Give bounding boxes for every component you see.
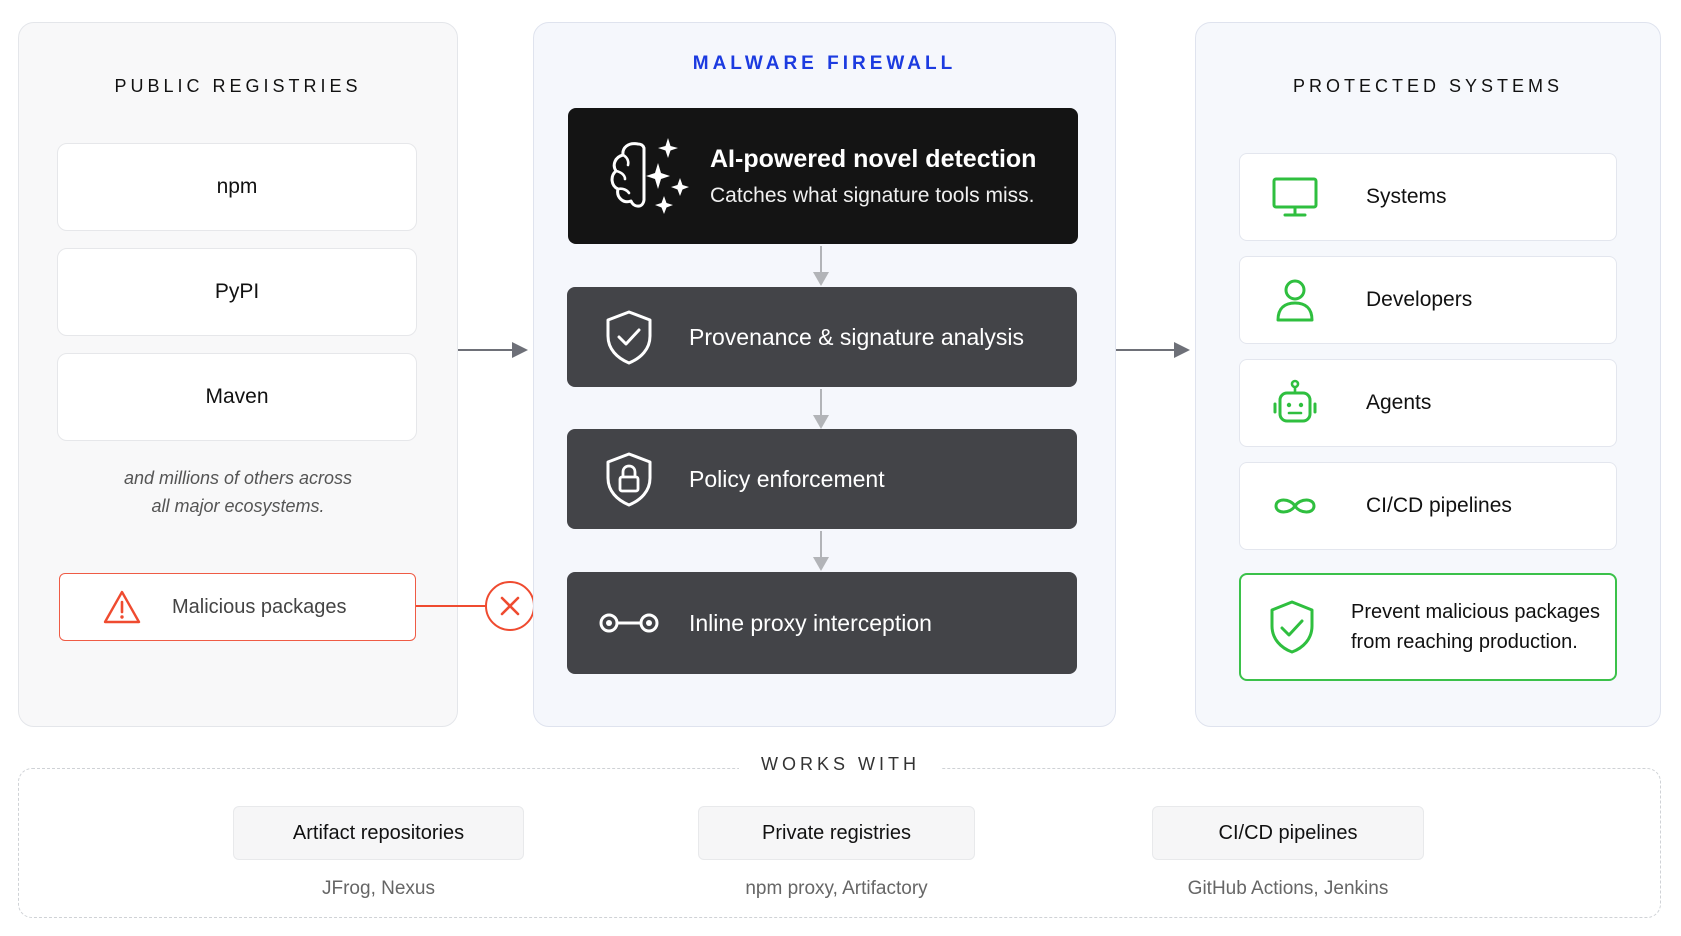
protected-systems-item: Systems (1239, 153, 1617, 241)
works-private-registries: Private registries npm proxy, Artifactor… (698, 806, 975, 900)
works-cicd-sub: GitHub Actions, Jenkins (1187, 878, 1389, 899)
public-registries-title: PUBLIC REGISTRIES (114, 76, 362, 96)
systems-label: Systems (1366, 185, 1447, 208)
registry-maven: Maven (57, 353, 417, 441)
works-cicd-pipelines: CI/CD pipelines GitHub Actions, Jenkins (1152, 806, 1424, 900)
registries-note-line2: all major ecosystems. (151, 496, 325, 516)
works-artifact-label: Artifact repositories (233, 806, 524, 860)
pipelines-label: CI/CD pipelines (1366, 494, 1512, 517)
works-cicd-label: CI/CD pipelines (1152, 806, 1424, 860)
proxy-label: Inline proxy interception (689, 609, 932, 636)
works-private-label: Private registries (698, 806, 975, 860)
registries-note: and millions of others across all major … (39, 464, 437, 520)
provenance-label: Provenance & signature analysis (689, 323, 1024, 350)
monitor-icon (1272, 177, 1318, 217)
ai-detection-step: AI-powered novel detection Catches what … (568, 108, 1078, 244)
brain-sparkle-icon (610, 138, 689, 214)
provenance-step: Provenance & signature analysis (567, 287, 1077, 387)
malware-firewall-title: MALWARE FIREWALL (692, 53, 957, 74)
policy-label: Policy enforcement (689, 465, 885, 492)
prevent-line1: Prevent malicious packages (1351, 601, 1601, 623)
close-circle-icon (500, 596, 520, 616)
shield-check-icon (606, 310, 652, 365)
registry-pypi: PyPI (57, 248, 417, 336)
works-with-title: WORKS WITH (0, 754, 1681, 775)
flow-arrow-3 (813, 531, 829, 571)
registries-note-line1: and millions of others across (123, 468, 353, 488)
malicious-packages-card: Malicious packages (59, 573, 416, 641)
works-artifact-repositories: Artifact repositories JFrog, Nexus (233, 806, 524, 900)
policy-step: Policy enforcement (567, 429, 1077, 529)
protected-systems-panel: PROTECTED SYSTEMS Systems Developers Age… (1195, 22, 1661, 727)
flow-arrow-2 (813, 389, 829, 429)
infinity-icon (1274, 498, 1316, 514)
works-artifact-sub: JFrog, Nexus (322, 878, 435, 899)
shield-lock-icon (606, 452, 652, 507)
blocked-connector (416, 605, 487, 607)
protected-agents-item: Agents (1239, 359, 1617, 447)
arrow-to-firewall (458, 342, 528, 358)
prevent-callout: Prevent malicious packages from reaching… (1239, 573, 1617, 681)
protected-developers-item: Developers (1239, 256, 1617, 344)
works-private-sub: npm proxy, Artifactory (745, 878, 928, 899)
blocked-marker (485, 581, 535, 631)
ai-detection-subtitle: Catches what signature tools miss. (710, 183, 1035, 207)
agents-label: Agents (1366, 391, 1432, 414)
warning-icon (103, 590, 141, 624)
prevent-line2: from reaching production. (1351, 631, 1578, 653)
flow-arrow-1 (813, 246, 829, 286)
proxy-step: Inline proxy interception (567, 572, 1077, 674)
shield-check-icon (1270, 600, 1314, 654)
public-registries-panel: PUBLIC REGISTRIES npm PyPI Maven and mil… (18, 22, 458, 727)
protected-pipelines-item: CI/CD pipelines (1239, 462, 1617, 550)
developers-label: Developers (1366, 288, 1473, 311)
registry-npm: npm (57, 143, 417, 231)
ai-detection-title: AI-powered novel detection (710, 144, 1037, 173)
arrow-to-protected (1116, 342, 1190, 358)
protected-systems-title: PROTECTED SYSTEMS (1292, 76, 1564, 96)
robot-icon (1273, 379, 1317, 423)
user-icon (1276, 279, 1314, 322)
malicious-packages-label: Malicious packages (172, 595, 347, 618)
proxy-node-icon (599, 613, 659, 633)
works-with-title-text: WORKS WITH (739, 754, 942, 774)
